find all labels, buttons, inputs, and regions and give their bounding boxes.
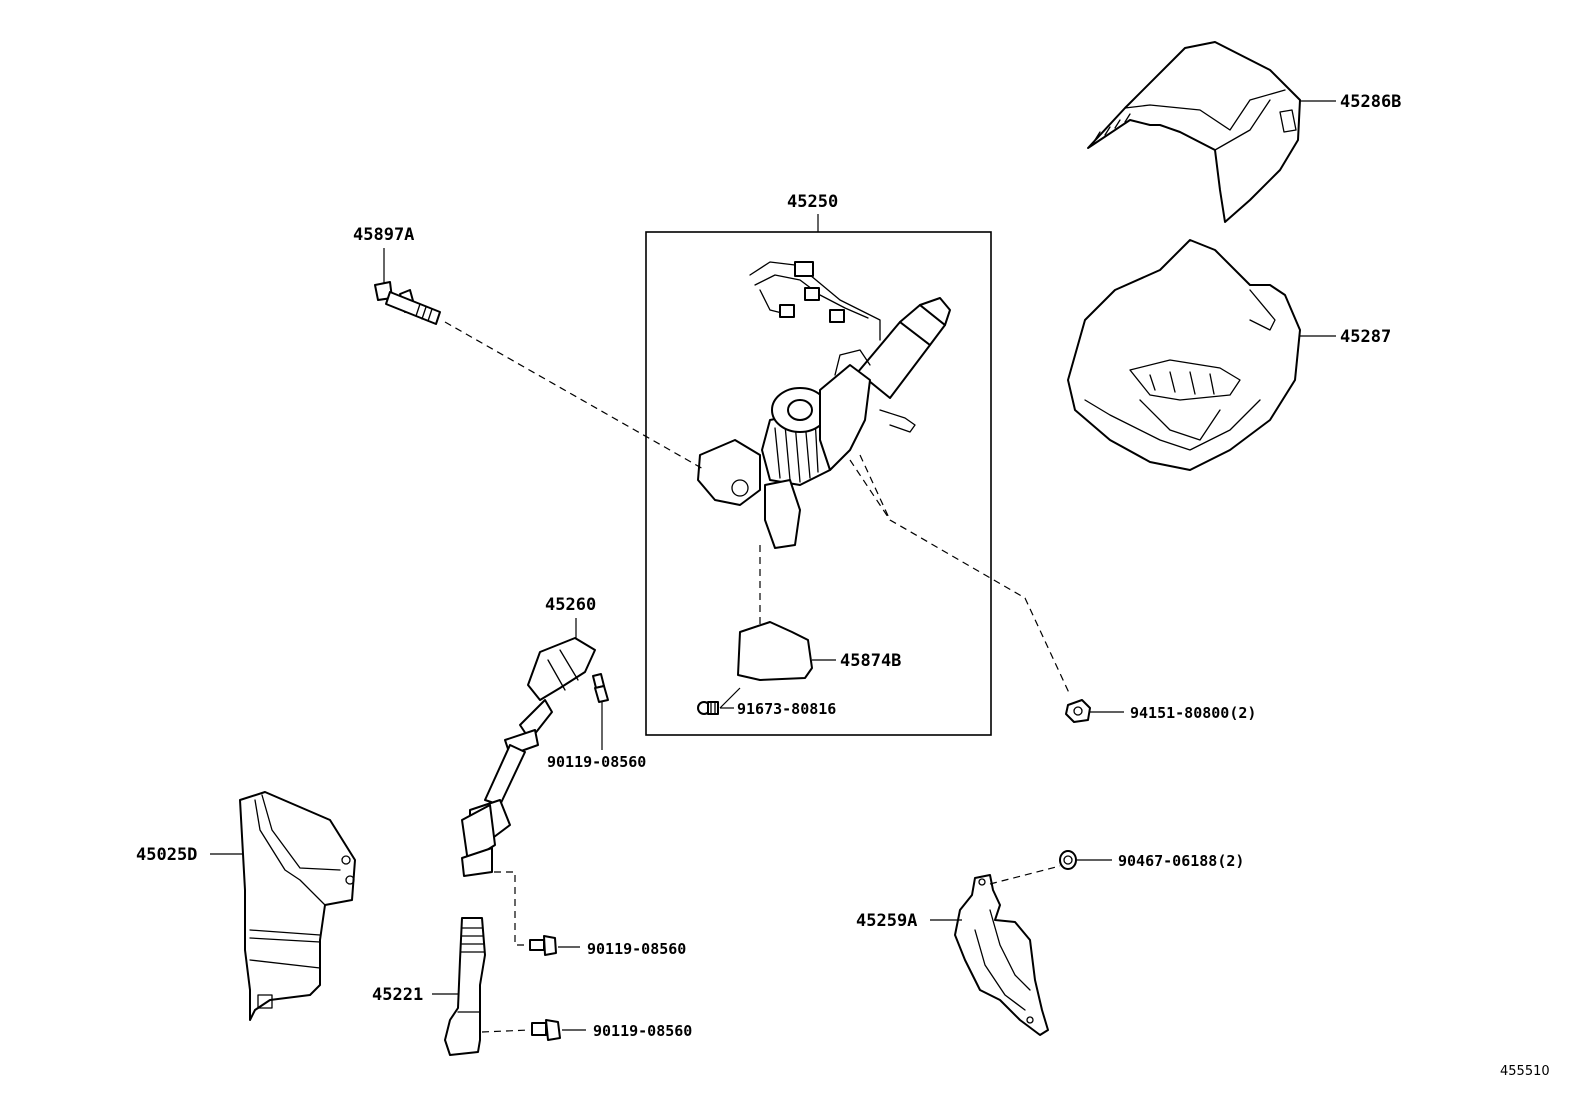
label-45025D: 45025D (136, 845, 197, 865)
label-45287: 45287 (1340, 327, 1391, 347)
clip-90467-06188 (1059, 850, 1077, 870)
steering-column-boot-45025D (239, 791, 356, 1021)
label-90119-08560-a: 90119-08560 (547, 753, 646, 771)
steering-column-assembly (697, 261, 951, 549)
lower-column-cover-45287 (1067, 239, 1301, 471)
label-90467-06188: 90467-06188(2) (1118, 852, 1244, 870)
bracket-45259A (954, 874, 1049, 1036)
bolt-90119-08560-c (531, 1019, 561, 1041)
dashed-line-94151 (849, 459, 1071, 696)
label-94151-80800: 94151-80800(2) (1130, 704, 1256, 722)
label-45250: 45250 (787, 192, 838, 212)
bolt-45897A (374, 281, 441, 325)
upper-column-cover-45286B (1087, 41, 1301, 223)
label-45221: 45221 (372, 985, 423, 1005)
label-90119-08560-b: 90119-08560 (587, 940, 686, 958)
label-45260: 45260 (545, 595, 596, 615)
column-hole-cover-45874B (737, 621, 813, 681)
dashed-line-90467 (989, 865, 1061, 885)
intermediate-shaft-45260 (461, 637, 596, 877)
label-91673-80816: 91673-80816 (737, 700, 836, 718)
label-45259A: 45259A (856, 911, 917, 931)
figure-id: 455510 (1500, 1064, 1550, 1079)
label-45286B: 45286B (1340, 92, 1401, 112)
label-90119-08560-c: 90119-08560 (593, 1022, 692, 1040)
steering-shaft-45221 (444, 917, 486, 1056)
dashed-line-90119-b (494, 871, 530, 946)
bolt-90119-08560-b (529, 935, 557, 956)
screw-91673-80816 (697, 701, 719, 715)
label-45874B: 45874B (840, 651, 901, 671)
dashed-line-90119-c (481, 1029, 531, 1033)
leader-91673 (719, 687, 741, 709)
nut-94151-80800 (1065, 699, 1091, 723)
assembly-box-45250 (645, 231, 992, 736)
label-45897A: 45897A (353, 225, 414, 245)
bolt-90119-08560-a (592, 673, 609, 703)
dashed-line-45897A (444, 321, 706, 471)
